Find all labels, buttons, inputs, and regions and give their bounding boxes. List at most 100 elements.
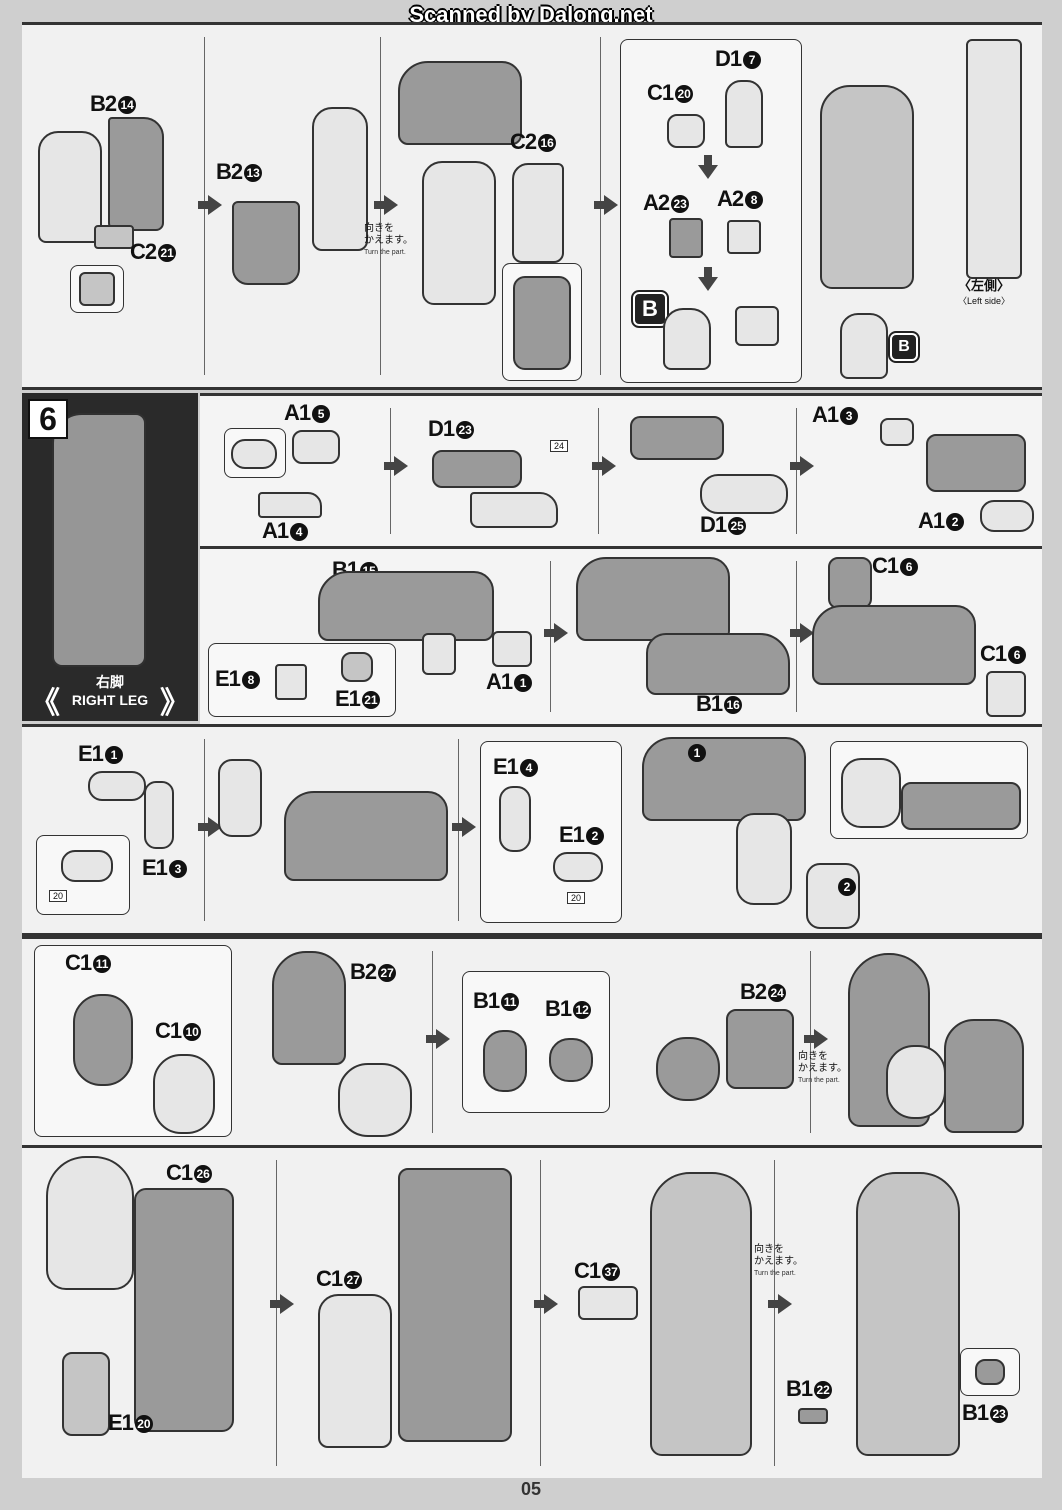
small-part-drawing [798, 1408, 828, 1424]
turn-part-note: 向きをかえます。Turn the part. [798, 1051, 847, 1084]
foot-part-drawing [926, 434, 1026, 492]
next-arrow-icon [790, 623, 814, 643]
small-part-drawing [144, 781, 174, 849]
divider [276, 1160, 277, 1466]
knee-cap-drawing [73, 994, 133, 1086]
next-arrow-icon [270, 1294, 294, 1314]
foot-assembly-drawing [284, 791, 448, 881]
joint-part-drawing [483, 1030, 527, 1092]
next-arrow-icon [594, 195, 618, 215]
shin-armor-drawing [318, 1294, 392, 1448]
small-part-drawing [218, 759, 262, 837]
foot-assembly-drawing [642, 737, 806, 821]
detail-drawing [513, 276, 571, 370]
next-arrow-icon [384, 456, 408, 476]
leg-preview-drawing [52, 413, 146, 667]
divider [774, 1160, 775, 1466]
foot-part-drawing [700, 474, 788, 514]
step-banner [22, 393, 198, 721]
small-part-drawing [667, 114, 705, 148]
foot-part-drawing [432, 450, 522, 488]
leg-part-drawing [312, 107, 368, 251]
sticker-ref: 20 [49, 890, 68, 902]
small-part-drawing [341, 652, 373, 682]
shin-frame-drawing [398, 1168, 512, 1442]
small-part-drawing [880, 418, 914, 446]
foot-part-drawing [630, 416, 724, 460]
small-part-drawing [79, 272, 115, 306]
knee-cap-drawing [886, 1045, 946, 1119]
armor-part-drawing [512, 163, 564, 263]
next-arrow-icon [198, 195, 222, 215]
leg-part-drawing [38, 131, 102, 243]
small-part-drawing [828, 557, 872, 609]
armor-part-drawing [108, 117, 164, 231]
toe-part-drawing [841, 758, 901, 828]
small-part-drawing [231, 439, 277, 469]
down-arrow-icon [698, 165, 718, 179]
next-arrow-icon [790, 456, 814, 476]
foot-part-drawing [576, 557, 730, 641]
knee-cap-drawing [338, 1063, 412, 1137]
left-side-caption: 〈左側〉〈Left side〉 [958, 278, 1011, 306]
small-part-drawing [94, 225, 134, 249]
small-part-drawing [806, 863, 860, 929]
small-part-drawing [61, 850, 113, 882]
shin-frame-drawing [134, 1188, 234, 1432]
small-part-drawing [258, 492, 322, 518]
small-part-drawing [975, 1359, 1005, 1385]
next-arrow-icon [374, 195, 398, 215]
small-part-drawing [735, 306, 779, 346]
leg-part-drawing [422, 161, 496, 305]
small-part-drawing [492, 631, 532, 667]
small-part-drawing [727, 220, 761, 254]
small-part-drawing [725, 80, 763, 148]
small-part-drawing [499, 786, 531, 852]
knee-assembly-drawing [944, 1019, 1024, 1133]
shin-assembly-drawing [856, 1172, 960, 1456]
knee-cap-drawing [153, 1054, 215, 1134]
foot-assembly-drawing [901, 782, 1021, 830]
turn-part-note: 向きをかえます。Turn the part. [754, 1244, 803, 1277]
toe-part-drawing [736, 813, 792, 905]
step-title: 《 右脚 RIGHT LEG 》 [30, 674, 190, 720]
chevron-left-icon: 《 [30, 687, 60, 720]
divider [796, 408, 797, 534]
small-part-drawing [669, 218, 703, 258]
